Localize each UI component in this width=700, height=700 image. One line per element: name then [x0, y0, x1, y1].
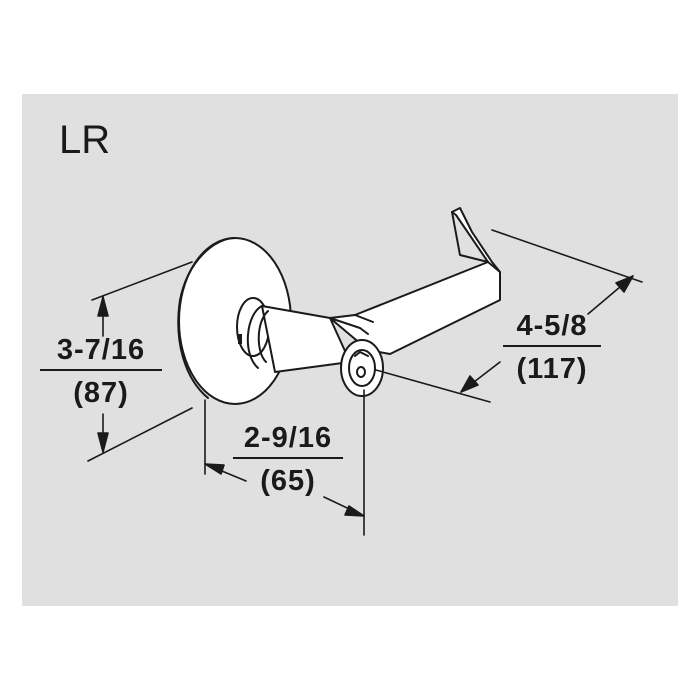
lever-length-dimension-label: 4-5/8 (117): [503, 310, 601, 386]
key-cylinder: [340, 339, 384, 397]
height-metric: (87): [73, 377, 129, 409]
depth-dimension-label: 2-9/16 (65): [233, 422, 343, 498]
lever-length-fraction: 4-5/8: [503, 310, 601, 347]
keyhole-icon: [238, 334, 242, 344]
lever-handle: [329, 207, 501, 355]
dimension-length: [460, 275, 634, 393]
depth-fraction: 2-9/16: [233, 422, 343, 459]
height-dimension-label: 3-7/16 (87): [40, 334, 162, 410]
lever-length-metric: (117): [516, 353, 588, 385]
lever-hub: [246, 305, 351, 373]
depth-metric: (65): [260, 465, 316, 497]
dimension-height: [97, 296, 109, 453]
height-fraction: 3-7/16: [40, 334, 162, 371]
dimension-depth: [204, 463, 365, 517]
model-label: LR: [59, 118, 111, 162]
extension-lines: [87, 229, 643, 536]
